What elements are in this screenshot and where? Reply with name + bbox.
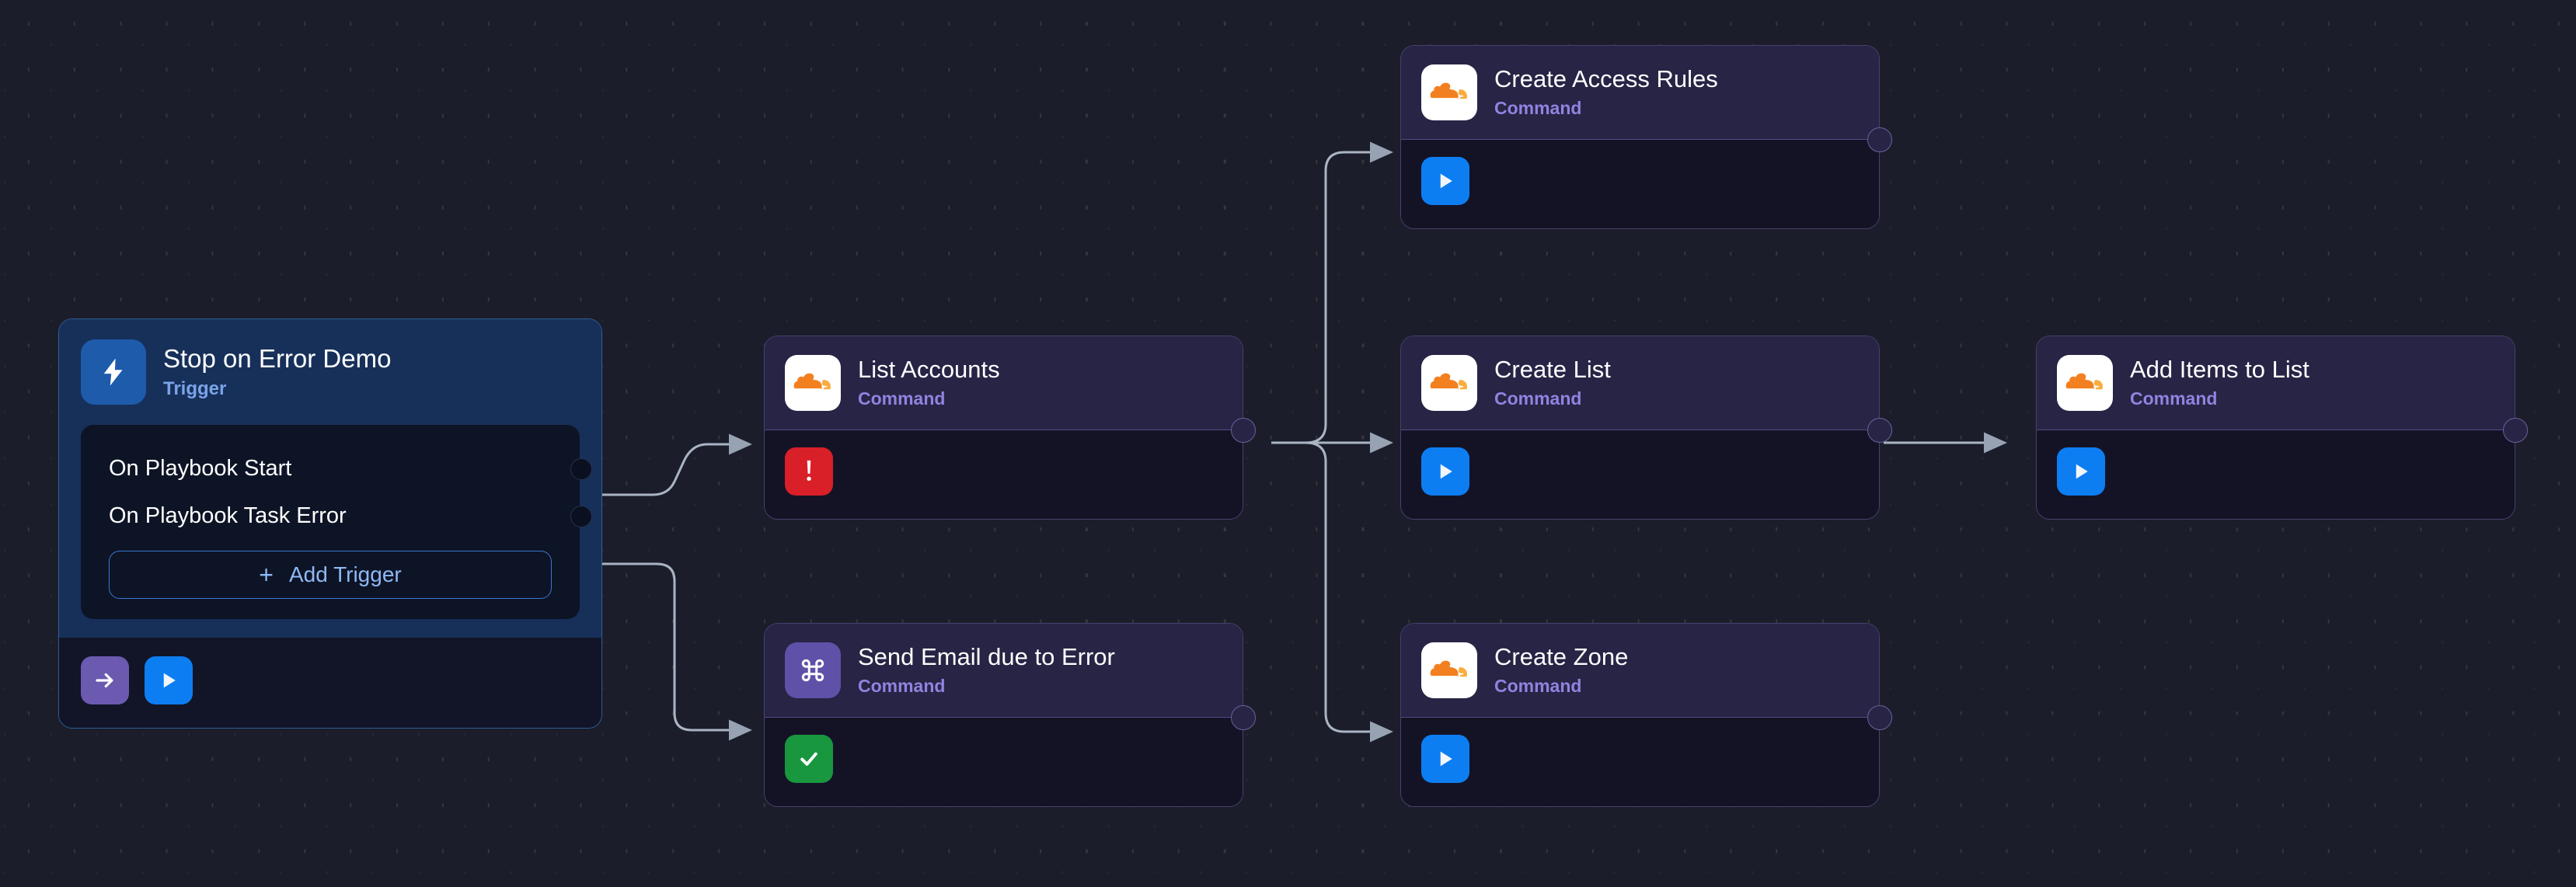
node-title: Create Zone xyxy=(1494,643,1629,671)
cloudflare-icon xyxy=(1421,642,1477,698)
node-header: Create Access Rules Command xyxy=(1401,46,1892,152)
command-key-icon xyxy=(785,642,841,698)
play-icon[interactable] xyxy=(2057,447,2105,496)
node-output-port[interactable] xyxy=(1867,418,1892,443)
trigger-node-header: Stop on Error Demo Trigger xyxy=(59,319,601,425)
node-send-email-due-to-error[interactable]: Send Email due to Error Command xyxy=(764,623,1256,807)
trigger-title: Stop on Error Demo xyxy=(163,343,392,373)
node-header: Create List Command xyxy=(1401,336,1892,443)
node-header: List Accounts Command xyxy=(765,336,1256,443)
plus-icon: + xyxy=(259,561,274,589)
play-icon[interactable] xyxy=(145,656,193,704)
node-body xyxy=(1401,140,1879,228)
cloudflare-icon xyxy=(785,355,841,411)
play-icon[interactable] xyxy=(1421,735,1469,783)
cloudflare-icon xyxy=(2057,355,2113,411)
edge-list-accounts-to-create-access-rules xyxy=(1271,141,1393,444)
node-create-list[interactable]: Create List Command xyxy=(1400,336,1892,520)
node-output-port[interactable] xyxy=(1867,127,1892,152)
node-body xyxy=(765,430,1243,519)
node-subtitle: Command xyxy=(1494,388,1582,409)
node-body xyxy=(1401,718,1879,806)
cloudflare-icon xyxy=(1421,64,1477,120)
node-create-access-rules[interactable]: Create Access Rules Command xyxy=(1400,45,1892,229)
node-output-port[interactable] xyxy=(1231,418,1256,443)
node-subtitle: Command xyxy=(1494,98,1582,119)
trigger-item-label: On Playbook Start xyxy=(109,456,292,481)
trigger-node-body: On Playbook Start On Playbook Task Error… xyxy=(59,425,601,638)
node-title: Create Access Rules xyxy=(1494,65,1718,93)
cloudflare-icon xyxy=(1421,355,1477,411)
node-header: Add Items to List Command xyxy=(2037,336,2528,443)
node-output-port[interactable] xyxy=(1231,705,1256,730)
trigger-subtitle: Trigger xyxy=(163,377,227,399)
node-subtitle: Command xyxy=(858,676,946,697)
trigger-node[interactable]: Stop on Error Demo Trigger On Playbook S… xyxy=(58,318,602,729)
node-subtitle: Command xyxy=(2130,388,2218,409)
node-output-port[interactable] xyxy=(2503,418,2528,443)
arrow-right-icon[interactable] xyxy=(81,656,129,704)
trigger-node-footer xyxy=(59,638,601,728)
node-subtitle: Command xyxy=(858,388,946,409)
trigger-output-port-start[interactable] xyxy=(570,457,592,480)
add-trigger-button[interactable]: + Add Trigger xyxy=(109,551,552,599)
node-subtitle: Command xyxy=(1494,676,1582,697)
node-create-zone[interactable]: Create Zone Command xyxy=(1400,623,1892,807)
trigger-item-label: On Playbook Task Error xyxy=(109,503,347,528)
play-icon[interactable] xyxy=(1421,447,1469,496)
node-body xyxy=(2037,430,2515,519)
trigger-output-port-task-error[interactable] xyxy=(570,505,592,527)
node-body xyxy=(765,718,1243,806)
edge-trigger-error-to-send-email xyxy=(592,562,752,741)
trigger-item-on-playbook-task-error[interactable]: On Playbook Task Error xyxy=(81,492,592,540)
trigger-list: On Playbook Start On Playbook Task Error… xyxy=(81,425,592,619)
node-header: Create Zone Command xyxy=(1401,624,1892,730)
node-list-accounts[interactable]: List Accounts Command xyxy=(764,336,1256,520)
add-trigger-label: Add Trigger xyxy=(288,562,402,586)
node-title: List Accounts xyxy=(858,356,1000,384)
node-title: Send Email due to Error xyxy=(858,643,1115,671)
trigger-item-on-playbook-start[interactable]: On Playbook Start xyxy=(81,445,592,492)
node-title: Add Items to List xyxy=(2130,356,2309,384)
lightning-bolt-icon xyxy=(81,339,146,405)
exclamation-icon[interactable] xyxy=(785,447,833,496)
edge-list-accounts-to-create-zone xyxy=(1271,441,1393,743)
node-header: Send Email due to Error Command xyxy=(765,624,1256,730)
play-icon[interactable] xyxy=(1421,157,1469,205)
node-title: Create List xyxy=(1494,356,1611,384)
check-icon[interactable] xyxy=(785,735,833,783)
node-body xyxy=(1401,430,1879,519)
node-output-port[interactable] xyxy=(1867,705,1892,730)
edge-trigger-start-to-list-accounts xyxy=(592,433,752,496)
node-add-items-to-list[interactable]: Add Items to List Command xyxy=(2036,336,2528,520)
